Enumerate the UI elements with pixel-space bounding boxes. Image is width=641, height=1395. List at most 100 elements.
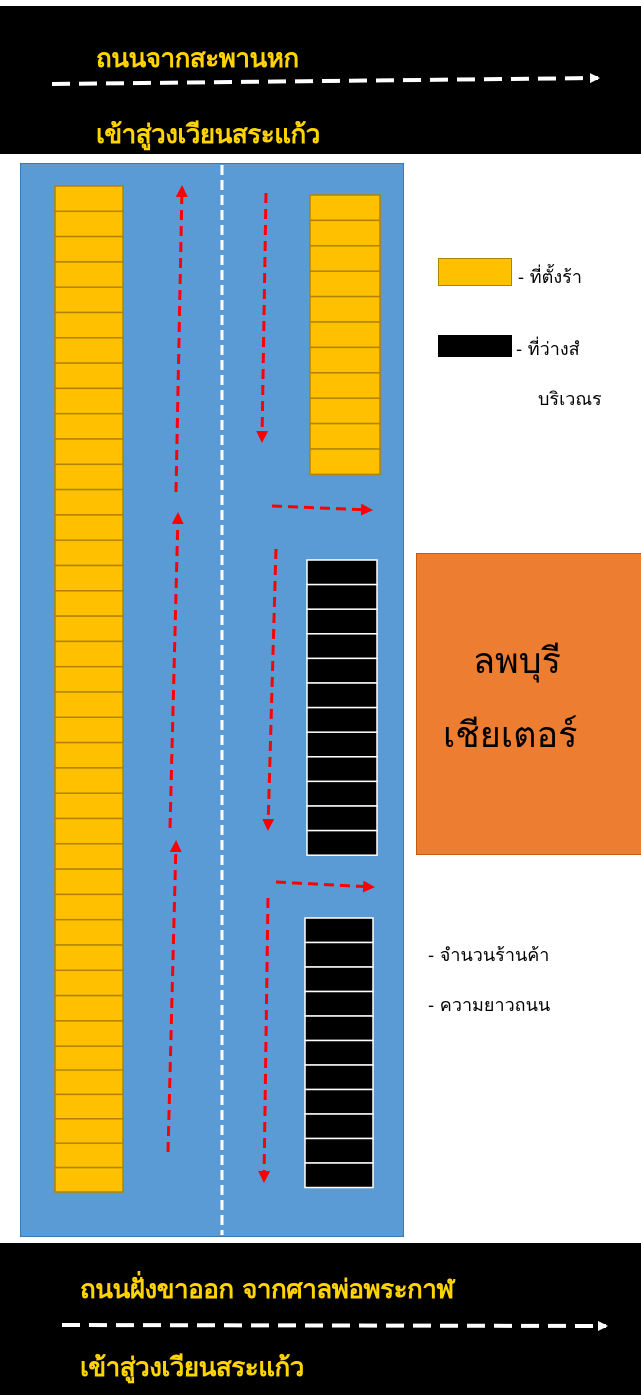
vacant-stall: [304, 966, 374, 993]
shop-stall: [54, 463, 124, 491]
shop-stall: [309, 194, 381, 222]
shop-stall: [54, 235, 124, 263]
shop-stall: [54, 564, 124, 592]
vacant-stall: [306, 706, 378, 733]
shop-stall: [54, 969, 124, 997]
shop-stall: [54, 843, 124, 870]
shop-stall: [54, 1069, 124, 1096]
shop-stall: [54, 1166, 124, 1193]
building-name-line2: เชียเตอร์: [443, 715, 578, 756]
shop-stall: [54, 918, 124, 946]
vacant-stall: [304, 1064, 374, 1091]
shop-stall: [54, 185, 124, 213]
shop-stall: [309, 448, 381, 476]
legend-area-label: บริเวณร: [538, 389, 602, 410]
shop-stall: [54, 362, 124, 390]
shop-swatch: [438, 258, 512, 286]
vacant-swatch: [438, 335, 512, 357]
road-length-label: - ความยาวถนน: [428, 995, 551, 1016]
flow-arrow-up-1: [174, 185, 188, 493]
shop-stall: [309, 346, 381, 374]
legend-shop-label: - ที่ตั้งร้า: [518, 267, 582, 288]
shop-stall: [309, 219, 381, 247]
vacant-stall: [306, 608, 378, 635]
flow-arrow-down-3: [258, 897, 271, 1183]
flow-arrow-down-2: [262, 548, 278, 831]
shop-stall: [54, 1093, 124, 1120]
lopburi-theater: ลพบุรี เชียเตอร์: [416, 553, 641, 855]
shop-stall: [54, 665, 124, 693]
vacant-stall: [304, 1162, 374, 1189]
vacant-stall: [304, 1015, 374, 1042]
flow-arrow-up-2: [168, 512, 184, 829]
right-shop-stalls: [309, 194, 381, 476]
shop-stall: [54, 615, 124, 643]
bottom-road-arrow: [61, 1320, 608, 1331]
vacant-stalls-upper: [306, 559, 378, 856]
vacant-stall: [306, 682, 378, 709]
shop-stall: [309, 270, 381, 298]
flow-arrow-right-2: [275, 880, 375, 893]
shop-stall: [54, 767, 124, 794]
flow-arrow-down-1: [256, 192, 269, 443]
shop-stall: [309, 372, 381, 399]
shop-stall: [54, 210, 124, 238]
vacant-stall: [304, 1137, 374, 1164]
vacant-stall: [304, 941, 374, 968]
shop-stall: [54, 412, 124, 440]
vacant-stall: [306, 657, 378, 684]
building-name-line1: ลพบุรี: [473, 641, 561, 682]
vacant-stall: [304, 1039, 374, 1066]
shop-stall: [54, 893, 124, 921]
shop-stall: [54, 488, 124, 516]
shop-stall: [54, 1142, 124, 1169]
vacant-stall: [306, 583, 378, 610]
bottom-road-name: ถนนฝั่งขาออก จากศาลพ่อพระกาฬ: [80, 1275, 454, 1305]
top-road-name: ถนนจากสะพานหก: [96, 44, 299, 74]
shop-stall: [54, 590, 124, 617]
shop-stall: [54, 539, 124, 567]
shop-stall: [54, 286, 124, 314]
shop-stall: [54, 944, 124, 972]
top-road: ถนนจากสะพานหก เข้าสู่วงเวียนสระแก้ว: [0, 6, 641, 154]
shop-stall: [54, 792, 124, 820]
vacant-stalls-lower: [304, 917, 374, 1189]
bottom-road: ถนนฝั่งขาออก จากศาลพ่อพระกาฬ เข้าสู่วงเว…: [0, 1243, 641, 1395]
traffic-flow-arrows: [166, 185, 375, 1183]
shop-stall: [54, 438, 124, 466]
vacant-stall: [304, 990, 374, 1017]
left-shop-stalls: [54, 185, 124, 1193]
shop-stall: [54, 741, 124, 769]
shop-count-label: - จํานวนร้านค้า: [428, 945, 550, 966]
shop-stall: [54, 387, 124, 415]
shop-stall: [54, 691, 124, 719]
shop-stall: [309, 422, 381, 450]
shop-stall: [54, 868, 124, 896]
shop-stall: [54, 817, 124, 845]
vacant-stall: [306, 756, 378, 783]
vacant-stall: [304, 1113, 374, 1140]
shop-stall: [54, 1020, 124, 1047]
shop-stall: [54, 716, 124, 744]
shop-stall: [54, 640, 124, 668]
shop-stall: [309, 295, 381, 323]
vacant-stall: [306, 633, 378, 660]
shop-stall: [54, 337, 124, 364]
top-road-destination: เข้าสู่วงเวียนสระแก้ว: [96, 120, 320, 150]
vacant-stall: [306, 559, 378, 586]
vacant-stall: [306, 731, 378, 758]
legend-vacant-label: - ที่ว่างสํ: [516, 339, 580, 360]
vacant-stall: [306, 780, 378, 807]
shop-stall: [309, 245, 381, 272]
shop-stall: [54, 311, 124, 339]
top-road-arrow: [51, 73, 600, 86]
shop-stall: [54, 1118, 124, 1144]
vacant-stall: [306, 829, 378, 856]
shop-stall: [309, 321, 381, 349]
shop-stall: [54, 1045, 124, 1073]
vacant-stall: [306, 805, 378, 832]
shop-stall: [309, 397, 381, 425]
vacant-stall: [304, 917, 374, 944]
flow-arrow-up-3: [166, 840, 182, 1153]
